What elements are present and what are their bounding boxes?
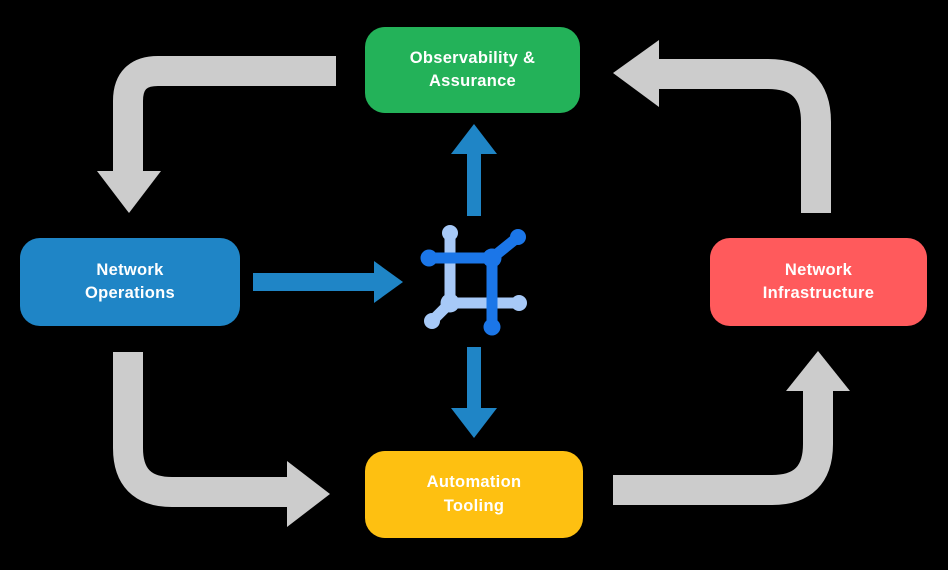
cycle-arrow-infrastructure-to-observability [613, 40, 831, 213]
node-label-line: Automation [426, 473, 522, 492]
arrowhead-up [786, 351, 850, 391]
accent-arrow-operations-to-icon [253, 261, 403, 303]
node-network-infrastructure: Network Infrastructure [710, 238, 927, 326]
node-network-operations: Network Operations [20, 238, 240, 326]
arrowhead-right [287, 461, 330, 527]
node-label-line: Infrastructure [762, 284, 875, 302]
network-mesh-icon-light-layer [424, 225, 527, 329]
node-label-line: Tooling [443, 496, 505, 515]
node-label-line: Operations [84, 284, 176, 302]
node-label-line: Network [784, 260, 853, 279]
node-label-line: Network [96, 260, 164, 279]
node-label-line: Observability & [409, 48, 536, 67]
arrowhead-up [451, 124, 497, 154]
accent-arrow-icon-to-observability [451, 124, 497, 216]
arrowhead-down [97, 171, 161, 213]
cycle-arrow-tooling-to-infrastructure [613, 351, 850, 505]
network-mesh-icon-dark-layer [420, 229, 526, 336]
node-automation-tooling: Automation Tooling [365, 451, 583, 538]
node-label-line: Assurance [428, 72, 517, 90]
arrowhead-down [451, 408, 497, 438]
arrowhead-left [613, 40, 659, 107]
accent-arrow-icon-to-tooling [451, 347, 497, 438]
cycle-arrow-operations-to-tooling [113, 352, 330, 527]
network-mesh-icon [420, 225, 527, 336]
arrowhead-right [374, 261, 403, 303]
node-observability-assurance: Observability & Assurance [365, 27, 580, 113]
cycle-arrow-observability-to-operations [97, 56, 336, 213]
